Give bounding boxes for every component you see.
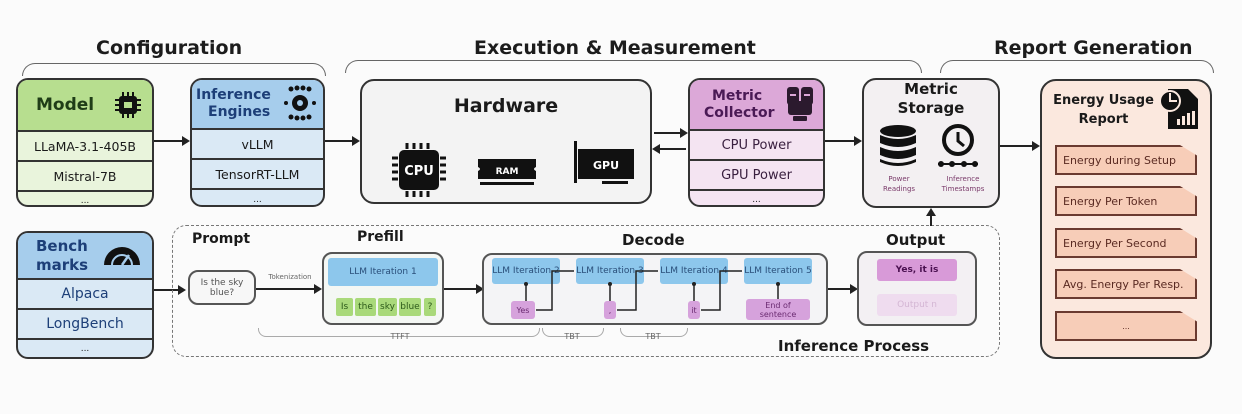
decode-token: Yes	[511, 301, 535, 319]
section-title-configuration: Configuration	[96, 37, 243, 59]
cpu-icon: CPU	[392, 143, 446, 197]
cpu-label: CPU	[404, 164, 434, 179]
output-title: Output	[886, 231, 946, 249]
decode-token: it	[688, 301, 700, 319]
prefill-token: blue	[399, 298, 421, 316]
arrow-model-to-engines	[154, 136, 190, 146]
report-title-line2: Report	[1078, 112, 1129, 127]
inference-engines-box: Inference Engines vLLM TensorRT-LLM ...	[190, 78, 325, 207]
storage-title-line2: Storage	[897, 99, 965, 117]
clock-timeline-icon	[938, 124, 978, 167]
benchmark-item: LongBench	[18, 308, 152, 338]
ram-icon: RAM	[478, 159, 536, 185]
prefill-title: Prefill	[357, 229, 404, 245]
collector-item: CPU Power	[690, 129, 823, 159]
prefill-token: the	[355, 298, 376, 316]
section-title-execution: Execution & Measurement	[474, 37, 756, 59]
configuration-brace	[22, 63, 326, 76]
tokenization-label: Tokenization	[268, 273, 312, 281]
report-item: ...	[1055, 311, 1197, 341]
arrow-decode-to-output	[828, 284, 858, 294]
speedometer-icon	[104, 247, 140, 266]
output-item: Output n	[877, 294, 957, 316]
arrow-collector-to-hardware	[652, 144, 686, 154]
prefill-llm-iteration: LLM Iteration 1	[328, 258, 438, 286]
decode-connectors	[524, 270, 780, 311]
benchmark-item: Alpaca	[18, 278, 152, 308]
inference-timestamps-line1: Inference	[946, 175, 980, 183]
metric-storage-box: Metric Storage Power Readings Inference …	[862, 78, 1000, 208]
arrow-benchmarks-to-prompt	[154, 285, 186, 295]
benchmarks-title-line1: Bench	[36, 236, 88, 255]
arrow-prompt-to-prefill	[256, 284, 322, 294]
report-item: Energy during Setup	[1055, 145, 1197, 175]
benchmark-item: ...	[18, 338, 152, 357]
report-item: Energy Per Second	[1055, 228, 1197, 258]
collector-item: ...	[690, 189, 823, 205]
arrow-engines-to-hardware	[325, 136, 360, 146]
engine-item: ...	[192, 188, 323, 205]
model-item: Mistral-7B	[18, 160, 152, 190]
gpu-icon: GPU	[574, 141, 634, 184]
tbt-label: TBT	[645, 332, 661, 341]
decode-title: Decode	[622, 231, 685, 249]
collector-device-icon	[787, 87, 813, 121]
inference-process-label: Inference Process	[778, 337, 930, 355]
gpu-label: GPU	[593, 159, 619, 172]
report-item: Avg. Energy Per Resp.	[1055, 269, 1197, 299]
arrow-storage-to-report	[1000, 141, 1040, 151]
inference-timestamps-line2: Timestamps	[941, 185, 985, 193]
metric-collector-box: Metric Collector CPU Power GPU Power ...	[688, 78, 825, 207]
report-brace	[940, 60, 1214, 73]
power-readings-line2: Readings	[882, 185, 916, 193]
engines-title-line2: Engines	[208, 104, 271, 120]
decode-token: ,	[604, 301, 616, 319]
engine-item: vLLM	[192, 128, 323, 158]
prefill-token: ?	[424, 298, 436, 316]
collector-title-line2: Collector	[704, 104, 775, 121]
ram-label: RAM	[496, 167, 519, 177]
model-item: ...	[18, 190, 152, 205]
decode-llm-iteration: LLM Iteration 2	[492, 258, 560, 284]
prefill-token: sky	[378, 298, 397, 316]
report-title-line1: Energy Usage	[1053, 93, 1154, 108]
storage-title-line1: Metric	[904, 80, 958, 98]
collector-title-line1: Metric	[712, 87, 763, 104]
benchmarks-box: Bench marks Alpaca LongBench ...	[16, 231, 154, 359]
engine-item: TensorRT-LLM	[192, 158, 323, 188]
section-title-report: Report Generation	[994, 37, 1193, 59]
arrow-prefill-to-decode	[444, 284, 484, 294]
prefill-token: Is	[336, 298, 353, 316]
decode-llm-iteration: LLM Iteration 4	[660, 258, 728, 284]
decode-token: End of sentence	[746, 299, 810, 320]
decode-llm-iteration: LLM Iteration 3	[576, 258, 644, 284]
hardware-title: Hardware	[453, 95, 559, 117]
hardware-box: Hardware CPU RAM GPU	[360, 79, 652, 204]
tbt-label: TBT	[564, 332, 580, 341]
collector-item: GPU Power	[690, 159, 823, 189]
engines-title-line1: Inference	[196, 87, 271, 103]
prompt-text-box: Is the sky blue?	[188, 270, 256, 305]
report-item: Energy Per Token	[1055, 186, 1197, 216]
prompt-title: Prompt	[192, 231, 251, 247]
output-item: Yes, it is	[877, 259, 957, 281]
inference-process-region	[172, 225, 1000, 357]
report-document-icon	[1160, 89, 1198, 129]
benchmarks-title-line2: marks	[36, 255, 89, 274]
arrow-output-to-storage	[926, 208, 936, 226]
ttft-label: TTFT	[390, 332, 410, 341]
arrow-collector-to-storage	[825, 136, 862, 146]
engine-network-icon	[284, 85, 316, 121]
model-box: Model LLaMA-3.1-405B Mistral-7B ...	[16, 78, 154, 207]
database-icon	[880, 125, 916, 166]
execution-brace	[345, 60, 922, 73]
model-item: LLaMA-3.1-405B	[18, 130, 152, 160]
power-readings-line1: Power	[888, 175, 910, 183]
ai-chip-icon	[115, 92, 141, 118]
decode-llm-iteration: LLM Iteration 5	[744, 258, 812, 284]
arrow-hardware-to-collector	[654, 128, 688, 138]
model-title: Model	[36, 95, 95, 115]
